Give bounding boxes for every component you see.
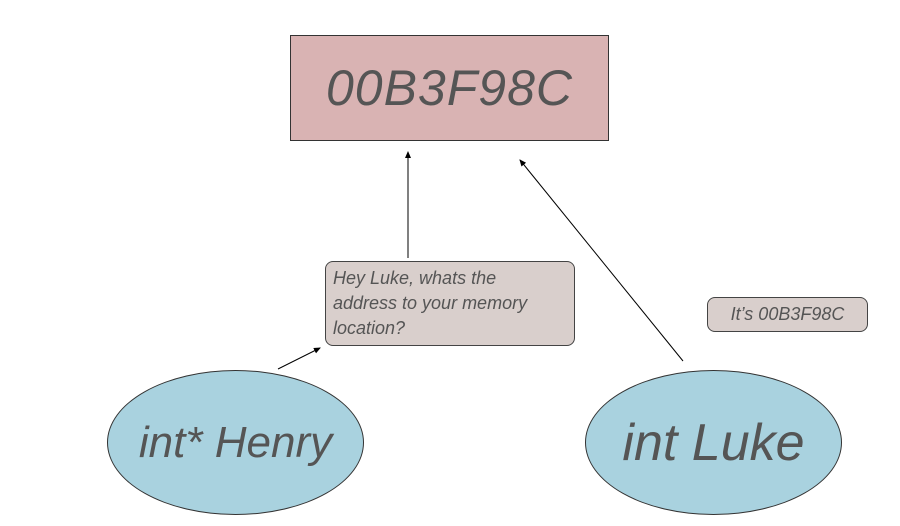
- reply-bubble: It’s 00B3F98C: [707, 297, 868, 332]
- variable-node-label: int Luke: [622, 413, 805, 472]
- variable-node-luke: int Luke: [585, 370, 842, 515]
- question-line-3: location?: [333, 318, 406, 338]
- pointer-node-henry: int* Henry: [107, 370, 364, 515]
- arrow-henry-to-question: [277, 347, 321, 370]
- question-bubble: Hey Luke, whats the address to your memo…: [325, 261, 575, 346]
- reply-label: It’s 00B3F98C: [730, 304, 845, 324]
- question-line-2: address to your memory: [333, 293, 528, 313]
- question-line-1: Hey Luke, whats the: [333, 268, 497, 288]
- memory-address-label: 00B3F98C: [325, 60, 574, 116]
- pointer-node-label: int* Henry: [138, 417, 333, 467]
- memory-address-box: 00B3F98C: [290, 35, 609, 141]
